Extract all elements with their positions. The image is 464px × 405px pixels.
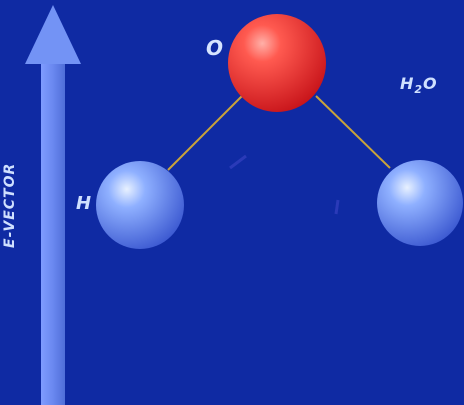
formula-o: O [423, 74, 438, 93]
e-vector-arrow [25, 5, 81, 405]
dipole-mark-left [229, 154, 247, 170]
arrow-shaft [41, 62, 65, 405]
formula-label: H2O [400, 74, 438, 96]
arrow-head [25, 5, 81, 64]
formula-h: H [400, 74, 415, 93]
formula-subscript: 2 [414, 83, 424, 97]
hydrogen-atom-right [377, 160, 463, 246]
oxygen-atom [228, 14, 326, 112]
oxygen-label: O [206, 36, 225, 60]
bond-left [167, 95, 243, 171]
e-vector-label: E-VECTOR [2, 162, 18, 248]
dipole-mark-right [334, 199, 340, 215]
bond-right [315, 95, 391, 169]
hydrogen-label: H [76, 193, 93, 214]
hydrogen-atom-left [96, 161, 184, 249]
